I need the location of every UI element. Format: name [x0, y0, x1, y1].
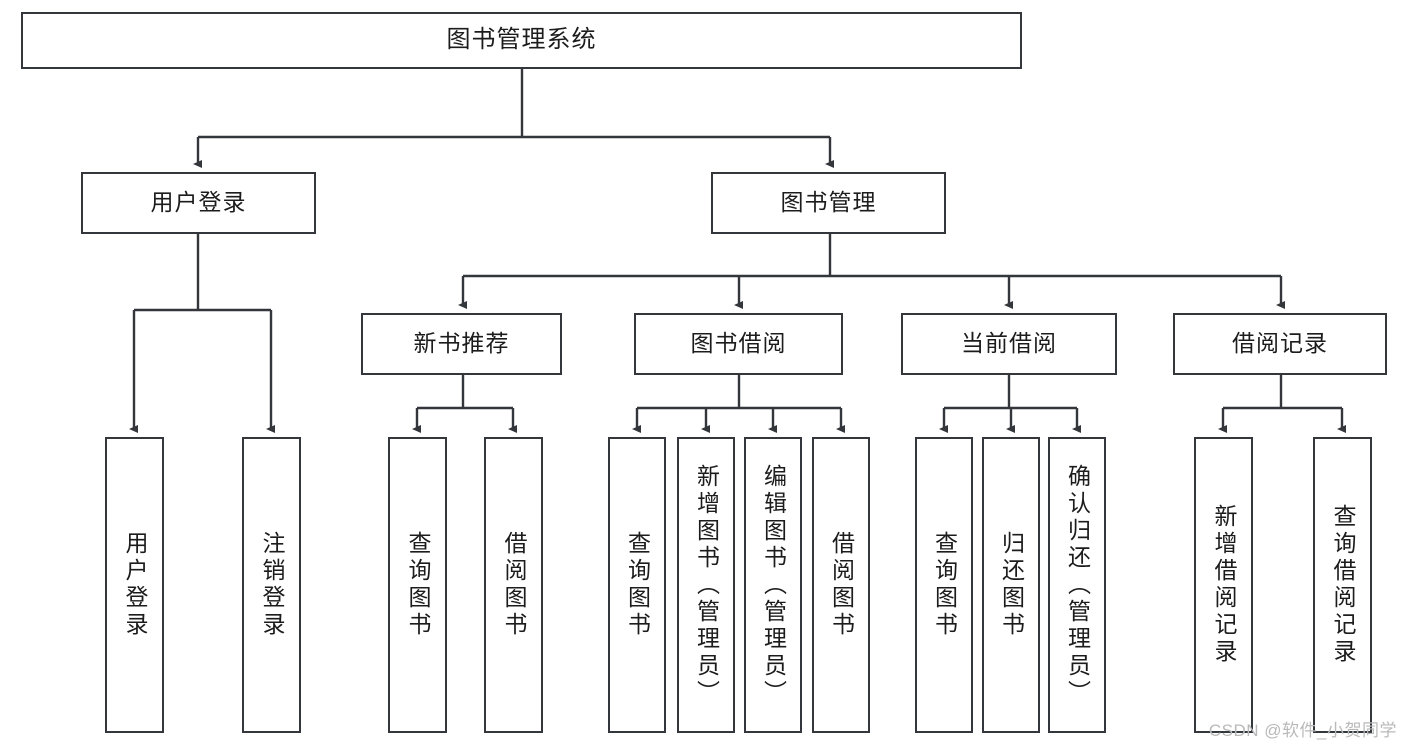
node-book-borrow[interactable]: 图书借阅	[634, 313, 843, 375]
node-current-borrow[interactable]: 当前借阅	[901, 313, 1117, 375]
leaf-label: 注销登录	[259, 531, 285, 639]
leaf-currentborrow-return-book[interactable]: 归还图书	[982, 437, 1040, 733]
node-borrow-record[interactable]: 借阅记录	[1173, 313, 1387, 375]
leaf-label: 查询图书	[931, 531, 958, 639]
node-new-book-recommend[interactable]: 新书推荐	[361, 313, 562, 375]
leaf-bookborrow-edit-book[interactable]: 编辑图书（管理员）	[744, 437, 802, 733]
leaf-logout-login[interactable]: 注销登录	[242, 437, 301, 733]
leaf-newbook-borrow-book[interactable]: 借阅图书	[484, 437, 543, 733]
leaf-currentborrow-confirm-return[interactable]: 确认归还（管理员）	[1048, 437, 1106, 733]
leaf-bookborrow-borrow-book[interactable]: 借阅图书	[812, 437, 870, 733]
leaf-label: 用户登录	[122, 531, 148, 639]
leaf-label: 新增借阅记录	[1211, 504, 1237, 666]
leaf-label: 查询图书	[405, 531, 431, 639]
node-root-system[interactable]: 图书管理系统	[21, 12, 1022, 69]
leaf-label: 编辑图书（管理员）	[760, 463, 787, 707]
leaf-borrowrecord-query-record[interactable]: 查询借阅记录	[1313, 437, 1372, 733]
leaf-bookborrow-add-book[interactable]: 新增图书（管理员）	[677, 437, 735, 733]
leaf-borrowrecord-add-record[interactable]: 新增借阅记录	[1194, 437, 1253, 733]
leaf-label: 新增图书（管理员）	[693, 463, 720, 707]
leaf-label: 确认归还（管理员）	[1064, 463, 1091, 707]
csdn-watermark: CSDN @软件_小贺同学	[1208, 721, 1397, 740]
leaf-label: 查询图书	[624, 531, 651, 639]
leaf-user-login[interactable]: 用户登录	[105, 437, 164, 733]
leaf-label: 借阅图书	[501, 531, 527, 639]
node-book-management[interactable]: 图书管理	[711, 172, 946, 234]
node-user-login[interactable]: 用户登录	[81, 172, 316, 234]
leaf-label: 查询借阅记录	[1330, 504, 1356, 666]
leaf-bookborrow-query-book[interactable]: 查询图书	[608, 437, 666, 733]
leaf-currentborrow-query-book[interactable]: 查询图书	[915, 437, 973, 733]
leaf-newbook-query-book[interactable]: 查询图书	[388, 437, 447, 733]
leaf-label: 归还图书	[998, 531, 1025, 639]
leaf-label: 借阅图书	[828, 531, 855, 639]
